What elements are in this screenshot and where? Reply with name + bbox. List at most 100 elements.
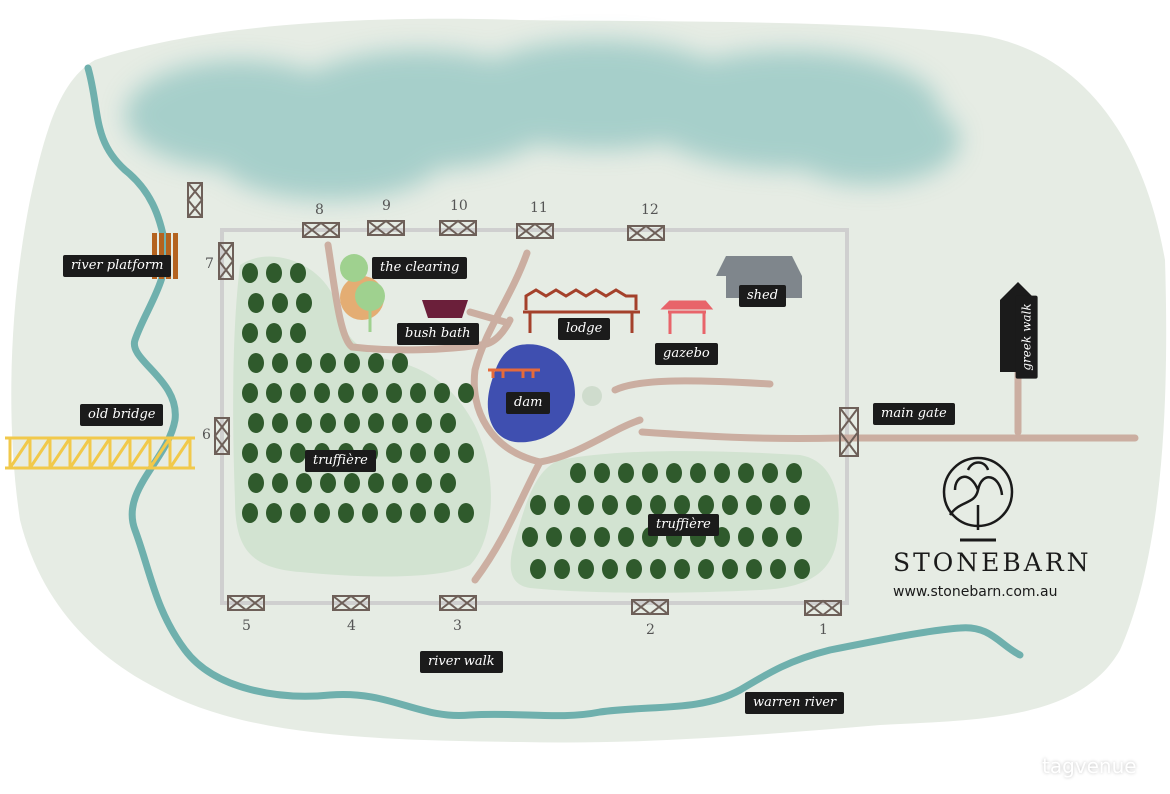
truffle-tree <box>650 559 666 579</box>
gate-8 <box>302 221 340 239</box>
label-river-walk: river walk <box>420 651 503 673</box>
label-river-platform: river platform <box>63 255 172 277</box>
truffle-tree <box>410 503 426 523</box>
paths <box>324 241 1139 584</box>
truffle-tree <box>618 527 634 547</box>
label-greek-walk: greek walk <box>1015 295 1038 379</box>
gate-number-11: 11 <box>530 200 548 216</box>
truffle-tree <box>392 473 408 493</box>
truffle-tree <box>296 293 312 313</box>
truffle-tree <box>344 413 360 433</box>
gate-7 <box>217 242 235 280</box>
truffle-tree <box>746 559 762 579</box>
truffle-tree <box>296 473 312 493</box>
truffle-tree <box>272 413 288 433</box>
truffle-tree <box>392 413 408 433</box>
truffle-tree <box>320 413 336 433</box>
truffle-tree <box>594 527 610 547</box>
stonebarn-logo-icon <box>942 456 1014 542</box>
gates <box>186 182 860 617</box>
label-main-gate: main gate <box>873 403 955 425</box>
truffle-trees <box>242 263 810 579</box>
truffle-tree <box>272 473 288 493</box>
truffle-tree <box>770 495 786 515</box>
gate-number-8: 8 <box>315 202 324 218</box>
gate-9 <box>367 219 405 237</box>
truffle-tree <box>762 527 778 547</box>
truffle-tree <box>314 383 330 403</box>
truffle-tree <box>290 263 306 283</box>
truffle-tree <box>602 495 618 515</box>
truffle-tree <box>578 559 594 579</box>
truffle-tree <box>242 503 258 523</box>
forest-area <box>125 40 960 200</box>
truffle-tree <box>626 559 642 579</box>
gate-10 <box>439 219 477 237</box>
old-bridge <box>5 436 195 470</box>
gate-2 <box>631 598 669 616</box>
label-the-clearing: the clearing <box>372 257 468 279</box>
truffle-tree <box>242 323 258 343</box>
truffle-tree <box>530 495 546 515</box>
gate-main <box>838 407 860 457</box>
gate-number-2: 2 <box>646 622 655 638</box>
truffle-tree <box>770 559 786 579</box>
gate-number-12: 12 <box>641 202 659 218</box>
truffle-tree <box>578 495 594 515</box>
truffle-tree <box>362 383 378 403</box>
label-dam: dam <box>506 392 551 414</box>
truffle-tree <box>386 383 402 403</box>
truffle-tree <box>272 353 288 373</box>
truffle-tree <box>290 443 306 463</box>
truffle-tree <box>522 527 538 547</box>
gate-number-3: 3 <box>453 618 462 634</box>
truffle-tree <box>290 503 306 523</box>
truffle-tree <box>434 383 450 403</box>
truffle-tree <box>458 383 474 403</box>
truffle-tree <box>746 495 762 515</box>
truffle-tree <box>368 413 384 433</box>
truffle-tree <box>242 263 258 283</box>
gate-4 <box>332 594 370 612</box>
truffle-tree <box>570 463 586 483</box>
truffle-tree <box>314 503 330 523</box>
truffle-tree <box>242 383 258 403</box>
truffle-tree <box>594 463 610 483</box>
truffle-tree <box>410 443 426 463</box>
truffle-tree <box>362 503 378 523</box>
gate-6 <box>213 417 231 455</box>
brand-url[interactable]: www.stonebarn.com.au <box>893 584 1058 600</box>
truffle-tree <box>698 495 714 515</box>
truffle-tree <box>416 473 432 493</box>
gate-number-10: 10 <box>450 198 468 214</box>
gate-number-7: 7 <box>205 256 214 272</box>
truffle-tree <box>570 527 586 547</box>
label-lodge: lodge <box>558 318 611 340</box>
gate-12 <box>627 224 665 242</box>
truffle-tree <box>650 495 666 515</box>
label-warren-river: warren river <box>745 692 845 714</box>
gate-number-9: 9 <box>382 198 391 214</box>
truffle-tree <box>458 443 474 463</box>
truffle-tree <box>296 413 312 433</box>
gate-number-4: 4 <box>347 618 356 634</box>
truffle-tree <box>618 463 634 483</box>
truffle-tree <box>690 463 706 483</box>
truffle-tree <box>458 503 474 523</box>
watermark: tagvenue <box>1042 754 1137 778</box>
truffle-tree <box>530 559 546 579</box>
truffle-tree <box>794 495 810 515</box>
gate-5 <box>227 594 265 612</box>
label-shed: shed <box>739 285 787 307</box>
gate-number-6: 6 <box>202 427 211 443</box>
truffle-tree <box>440 413 456 433</box>
truffle-tree <box>386 503 402 523</box>
truffle-tree <box>410 383 426 403</box>
truffle-tree <box>344 353 360 373</box>
truffle-tree <box>714 463 730 483</box>
truffle-tree <box>344 473 360 493</box>
label-truffiere-left: truffière <box>305 450 376 472</box>
truffle-tree <box>786 463 802 483</box>
truffle-tree <box>368 473 384 493</box>
truffle-tree <box>242 443 258 463</box>
